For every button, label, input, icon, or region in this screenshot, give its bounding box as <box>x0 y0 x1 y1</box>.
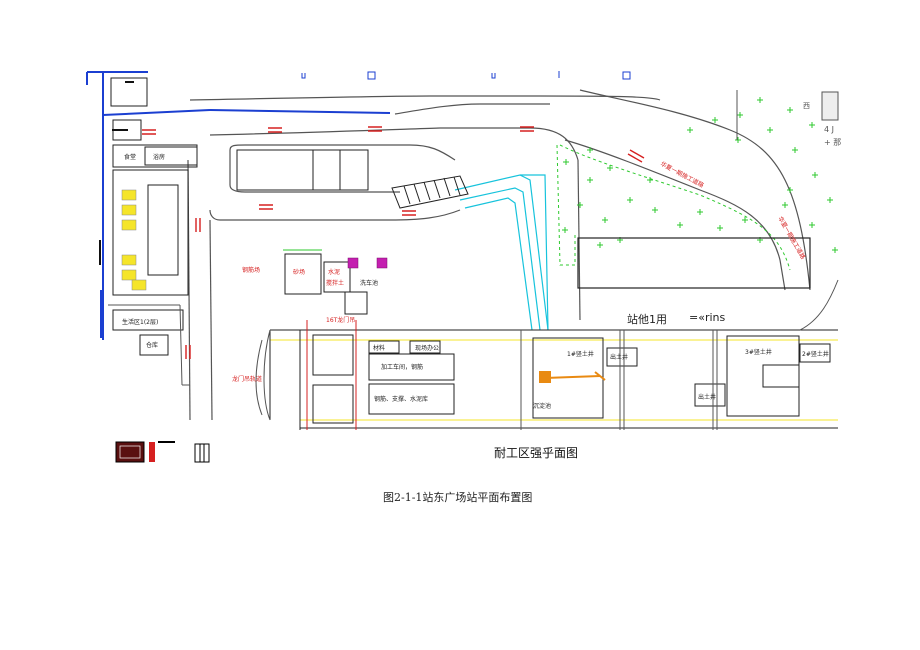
label-warehouse1: 加工车间，钢筋 <box>381 363 423 371</box>
label-exit2: 出土井 <box>698 393 716 401</box>
direction-arrows <box>142 126 645 359</box>
camp-buildings <box>110 77 198 356</box>
plus-mark <box>832 247 838 253</box>
label-gate: 16T龙门吊 <box>326 316 355 324</box>
plus-mark <box>712 117 718 123</box>
vegetation-symbols <box>562 97 838 253</box>
label-gantry-road: 龙门吊轨道 <box>232 375 262 383</box>
camp-lower-boundary <box>108 304 190 386</box>
grid-verticals <box>520 330 718 430</box>
label-sand-yard: 砂场 <box>293 268 305 276</box>
label-office: 生活区1(2层) <box>122 318 158 326</box>
label-cement: 水泥 <box>328 268 340 276</box>
figure-caption: 图2-1-1站东广场站平面布置图 <box>383 491 533 504</box>
plus-mark <box>697 209 703 215</box>
plus-mark <box>757 97 763 103</box>
plus-mark <box>597 242 603 248</box>
plus-mark <box>787 107 793 113</box>
label-warehouse2: 钢筋、支撑、水泥库 <box>374 395 428 403</box>
right-edge <box>736 90 839 331</box>
plus-mark <box>607 165 613 171</box>
label-steel-yard: 钢筋场 <box>242 266 260 274</box>
label-wash: 洗车池 <box>360 279 378 287</box>
legend-marks <box>115 441 210 463</box>
yellow-rooms <box>121 189 147 291</box>
label-material: 材料 <box>373 344 385 352</box>
label-bathroom: 浴房 <box>153 153 165 161</box>
gantry-rails <box>306 320 357 430</box>
top-marks <box>301 71 631 80</box>
label-right-mark2: + 那 <box>824 138 841 147</box>
purple-tanks <box>347 257 388 269</box>
gate-curves <box>255 329 271 421</box>
camp-black-stripes <box>99 81 134 265</box>
label-shaft1: 1#竖土井 <box>567 350 594 358</box>
label-shaft3: 3#竖土井 <box>745 348 772 356</box>
plus-mark <box>687 127 693 133</box>
green-area <box>556 144 791 271</box>
plus-mark <box>809 222 815 228</box>
camp-blue-details <box>100 170 104 338</box>
plus-mark <box>587 147 593 153</box>
plus-mark <box>737 112 743 118</box>
plus-mark <box>562 227 568 233</box>
plus-mark <box>587 177 593 183</box>
station-note: 站他1用 <box>627 313 667 326</box>
label-east: 西 <box>803 102 810 110</box>
plus-mark <box>627 197 633 203</box>
road-edges <box>187 89 811 421</box>
plus-mark <box>827 197 833 203</box>
plus-mark <box>677 222 683 228</box>
plus-mark <box>812 172 818 178</box>
plus-mark <box>602 217 608 223</box>
plan-title: 耐工区强乎面图 <box>494 446 579 460</box>
gantry-blocks <box>312 334 455 424</box>
label-shaft2: 2#竖土井 <box>802 350 829 358</box>
plus-mark <box>735 137 741 143</box>
plus-mark <box>782 202 788 208</box>
plus-mark <box>577 202 583 208</box>
plus-mark <box>652 207 658 213</box>
plus-mark <box>717 225 723 231</box>
plus-mark <box>792 147 798 153</box>
label-mixer: 搅拌土 <box>326 279 344 287</box>
label-storage: 仓库 <box>146 341 158 349</box>
plus-mark <box>742 217 748 223</box>
label-site-office: 现场办公 <box>415 344 439 352</box>
label-exit1: 出土井 <box>610 353 628 361</box>
plus-mark <box>809 122 815 128</box>
shaft-blocks <box>532 335 831 419</box>
ramp-lines <box>454 174 549 331</box>
label-canteen: 食堂 <box>124 153 136 161</box>
excavator-icon <box>539 371 606 383</box>
material-yard <box>283 249 368 315</box>
main-site-boundary <box>269 329 838 430</box>
bridge-structure <box>391 175 469 209</box>
label-right-mark: 4 J <box>824 125 834 134</box>
label-road-a: 华夏一期施工道路 <box>659 160 705 190</box>
plus-mark <box>647 177 653 183</box>
label-sediment: 沉淀池 <box>533 402 551 410</box>
parking-block <box>236 149 369 191</box>
plus-mark <box>787 187 793 193</box>
plus-mark <box>563 159 569 165</box>
right-building <box>577 237 811 289</box>
plus-mark <box>767 127 773 133</box>
code-note: =«rins <box>689 311 726 324</box>
